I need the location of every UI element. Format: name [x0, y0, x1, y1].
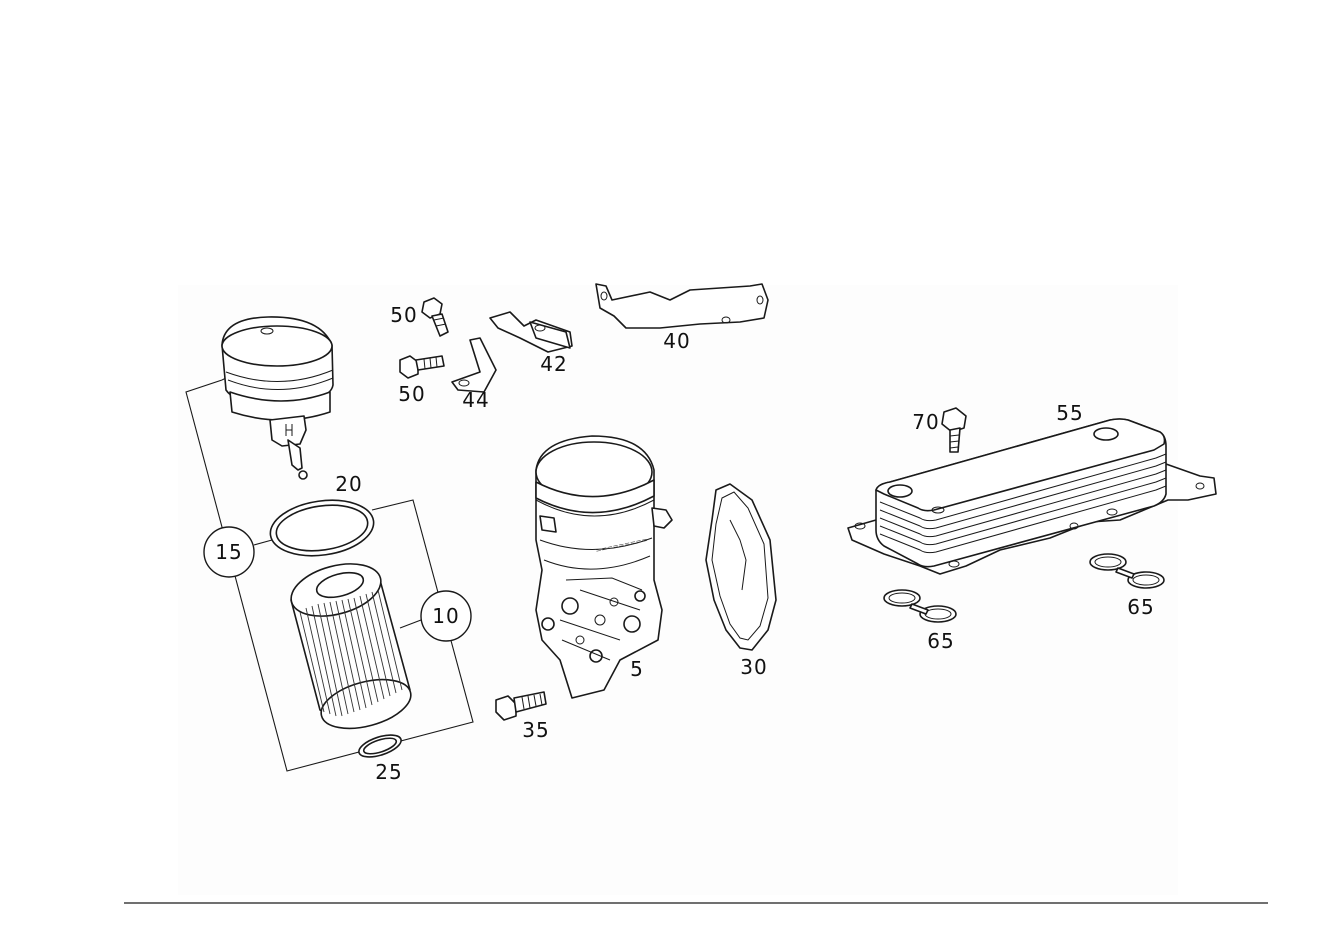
label-55: 55 [1056, 401, 1083, 425]
label-10: 10 [432, 604, 459, 628]
bolt-50-lower[interactable] [399, 355, 445, 379]
oil-cooler[interactable] [847, 418, 1217, 575]
label-65-left: 65 [927, 629, 954, 653]
bracket-44[interactable] [451, 337, 497, 393]
filter-pleats [299, 589, 403, 717]
label-50-lower: 50 [398, 382, 425, 406]
cooler-seal-65-left[interactable] [883, 589, 957, 623]
callout-15[interactable]: 15 [203, 526, 255, 578]
label-20: 20 [335, 472, 362, 496]
small-o-ring[interactable] [356, 731, 403, 762]
label-25: 25 [375, 760, 402, 784]
large-o-ring[interactable] [267, 494, 378, 562]
bracket-42[interactable] [489, 311, 573, 353]
bracket-40[interactable] [595, 283, 769, 329]
label-35: 35 [522, 718, 549, 742]
label-40: 40 [663, 329, 690, 353]
bolt-70[interactable] [941, 407, 967, 453]
oil-filter-housing[interactable]: ========= [535, 435, 673, 699]
label-15: 15 [215, 540, 242, 564]
filter-element[interactable] [285, 555, 416, 737]
label-30: 30 [740, 655, 767, 679]
label-42: 42 [540, 352, 567, 376]
label-5: 5 [630, 657, 644, 681]
bolt-35[interactable] [495, 691, 547, 721]
label-70: 70 [912, 410, 939, 434]
label-50-upper: 50 [390, 303, 417, 327]
bolt-50-upper[interactable] [421, 297, 449, 337]
cooler-seal-65-right[interactable] [1089, 553, 1165, 589]
label-44: 44 [462, 388, 489, 412]
housing-gasket[interactable] [705, 483, 777, 651]
callout-10[interactable]: 10 [420, 590, 472, 642]
oil-filter-cap[interactable] [221, 316, 334, 480]
label-65-right: 65 [1127, 595, 1154, 619]
